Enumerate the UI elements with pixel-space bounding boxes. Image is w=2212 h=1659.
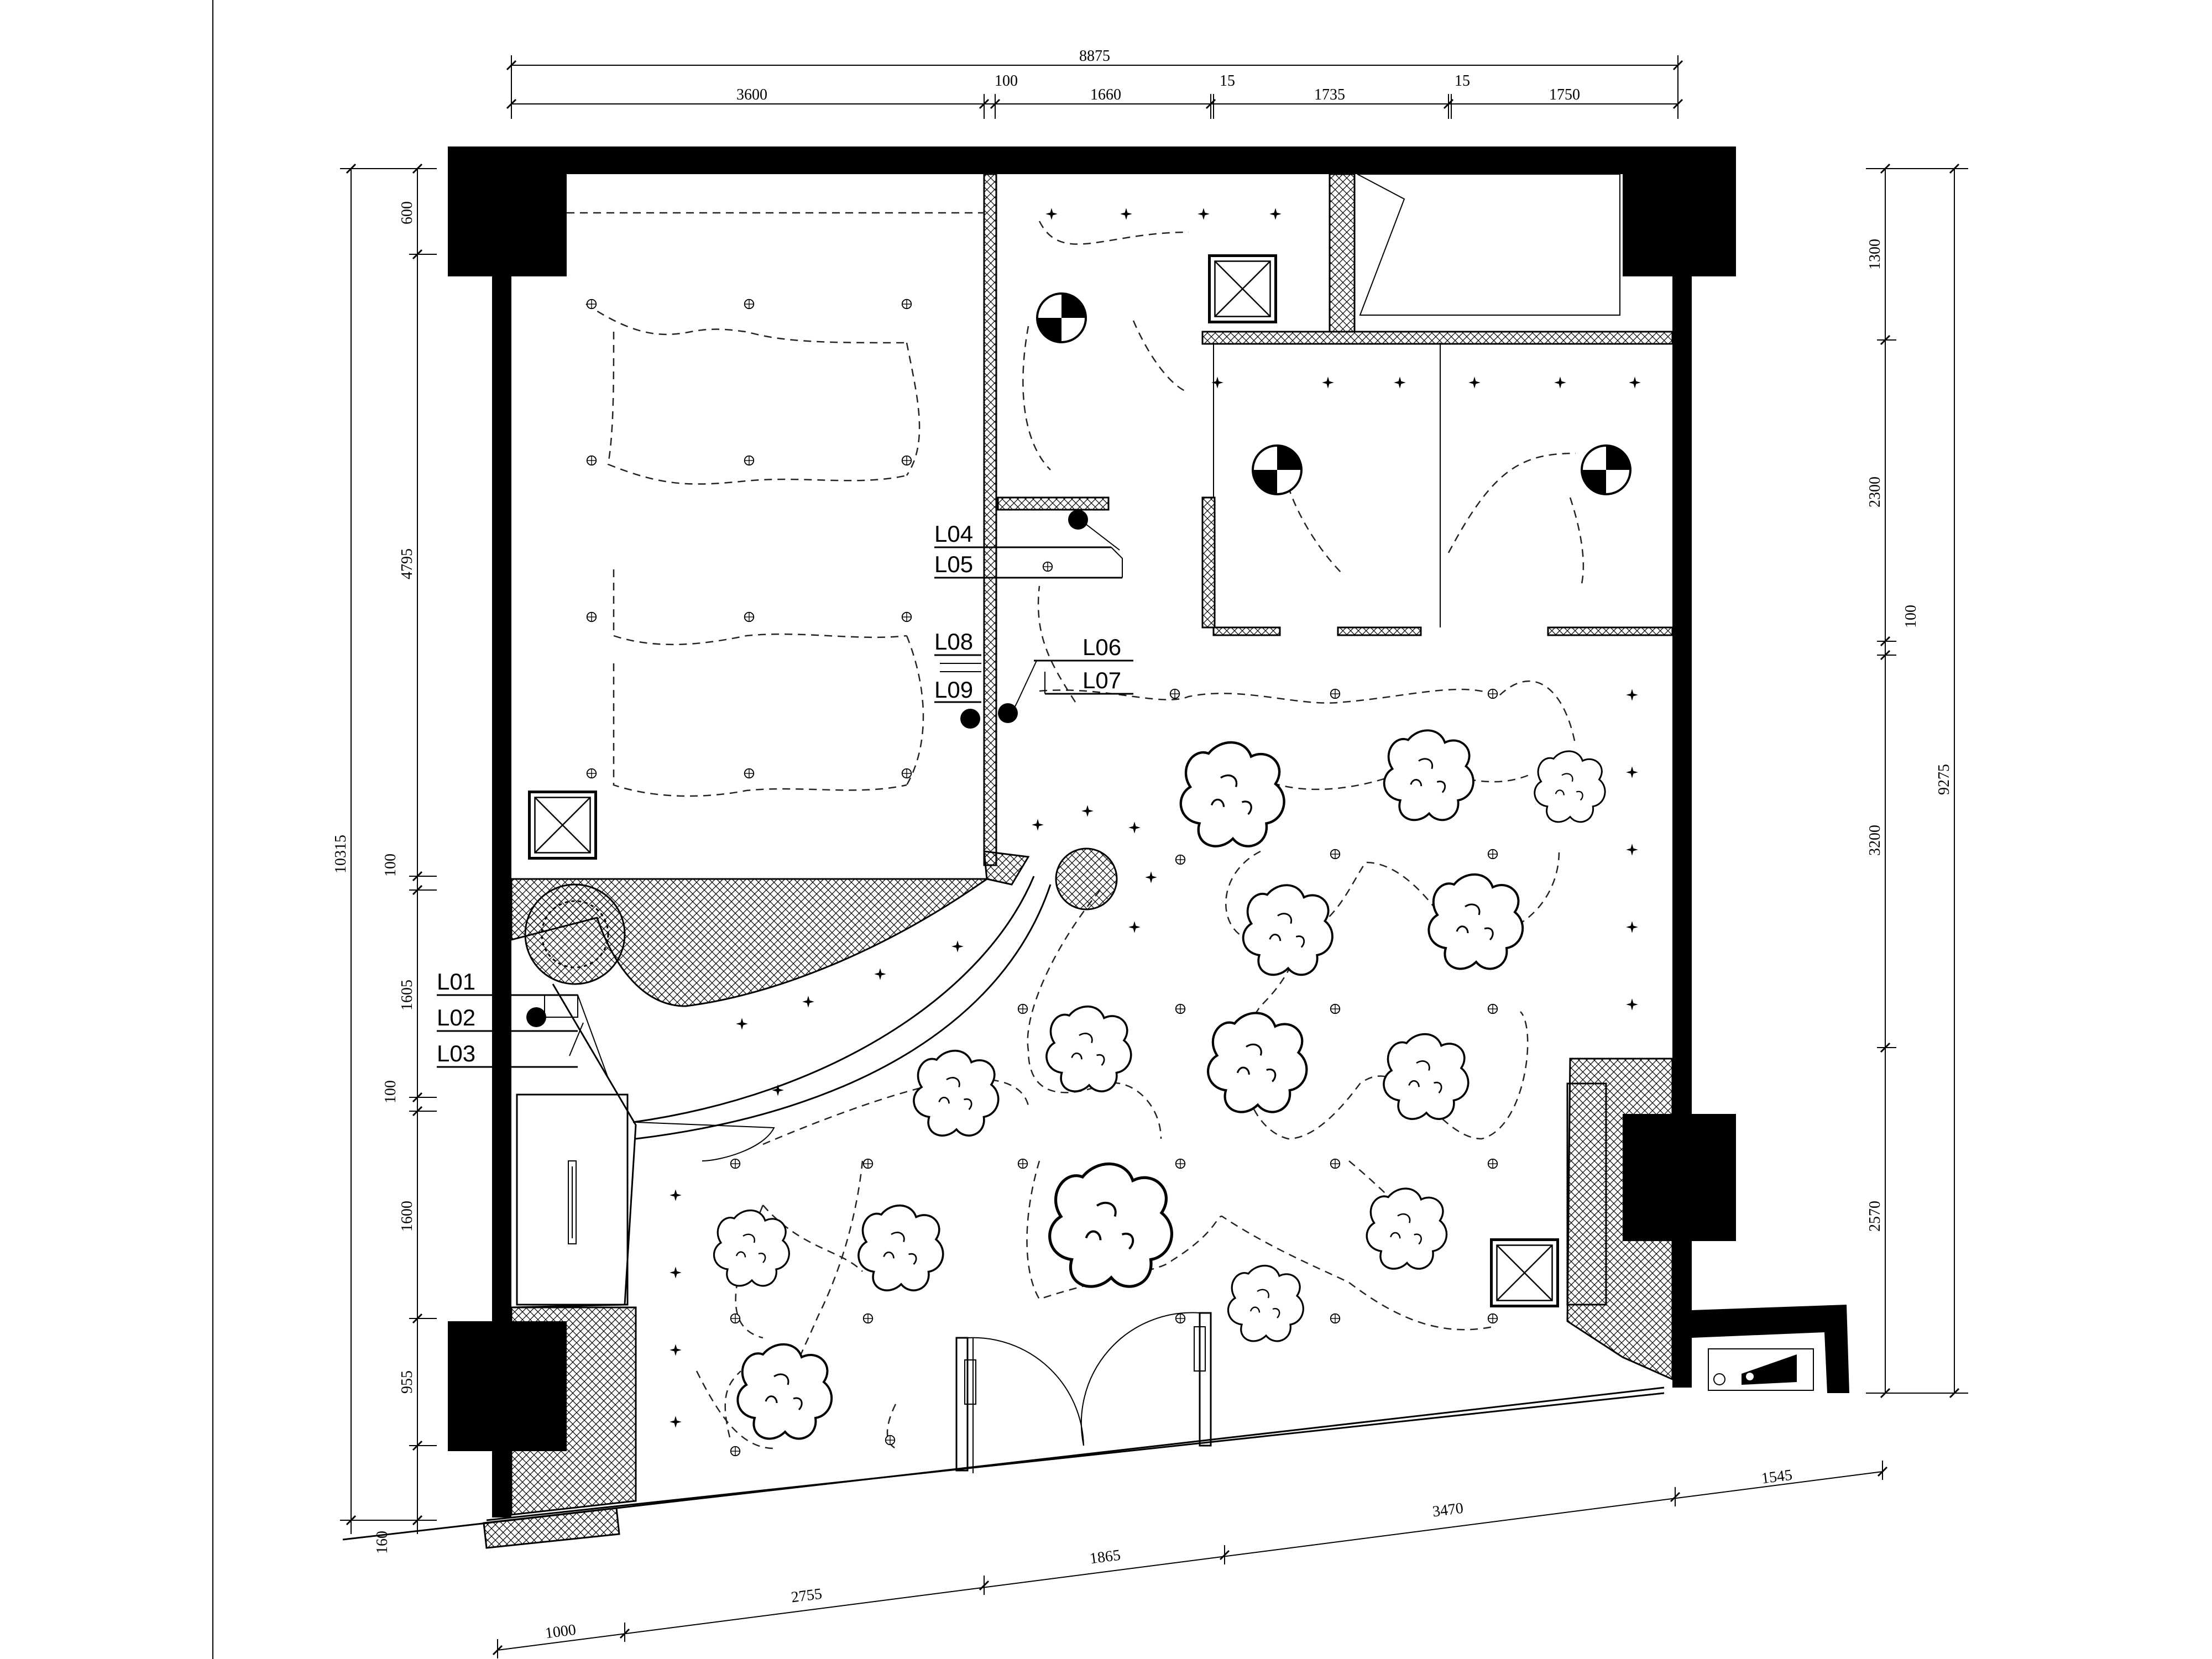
right-dimensions: 1300 2300 100 3200 2570 9275 [1866,163,1968,1399]
dim-top-3: 1660 [1090,86,1121,103]
tag-l04: L04 [934,521,973,547]
hvac-box-top [1210,256,1276,322]
dim-left-total: 10315 [332,835,349,873]
dim-bottom-2: 2755 [790,1585,823,1606]
column-top-right [1623,146,1736,276]
hvac-box-left [530,792,596,859]
tag-l03: L03 [437,1040,475,1066]
dim-right-total: 9275 [1936,764,1953,795]
junction-point-l09 [960,709,980,729]
interior-lines [483,174,1814,1549]
column-top-left [448,146,567,276]
dim-left-2: 4795 [399,548,416,579]
right-wall [1672,276,1692,1117]
right-wall-lower [1672,1241,1692,1388]
dim-top-1: 3600 [736,86,767,103]
dim-right-4: 3200 [1866,825,1884,856]
spot-fixture-1 [1036,292,1087,343]
dim-bottom-4: 3470 [1431,1500,1464,1521]
bottom-right-wall-stub [1692,1305,1849,1393]
hvac-box-right [1492,1240,1558,1306]
top-wall [448,146,1623,174]
tag-l05: L05 [934,551,973,577]
downlights [586,299,1498,1457]
dim-top-5: 1735 [1314,86,1345,103]
junction-point-l07 [998,703,1018,723]
junction-point-l02 [526,1007,546,1027]
dim-left-6: 1600 [399,1201,416,1232]
top-dimensions: 8875 3600 100 1660 15 1735 15 1750 [506,48,1683,119]
dim-top-total: 8875 [1079,48,1110,65]
dim-left-5: 100 [382,1080,399,1103]
junction-point-l04 [1068,510,1088,530]
dim-right-2: 2300 [1866,477,1884,507]
tag-l07: L07 [1083,667,1121,693]
tag-l02: L02 [437,1004,475,1030]
left-dimensions: 10315 600 4795 100 1605 100 1600 955 160 [332,163,437,1554]
dim-top-6: 15 [1455,72,1470,90]
left-wall [492,276,511,1517]
tag-l08: L08 [934,629,973,655]
spot-fixture-3 [1581,444,1631,495]
partitions [510,173,1674,1516]
circuit-tags: L01 L02 L03 L04 L05 L06 L07 L08 L09 [437,510,1133,1068]
dim-left-4: 1605 [399,980,416,1011]
planting [524,729,1606,1440]
dim-right-5: 2570 [1866,1201,1884,1232]
dim-top-4: 15 [1220,72,1235,90]
feature-shrub [524,883,626,985]
dim-top-2: 100 [995,72,1018,90]
bottom-dimensions: 1000 2755 1865 3470 1545 [492,1461,1888,1658]
dim-top-7: 1750 [1549,86,1580,103]
tag-l09: L09 [934,677,973,703]
tag-l01: L01 [437,969,475,995]
dim-left-3: 100 [382,854,399,877]
dim-bottom-3: 1865 [1089,1547,1121,1568]
dim-left-7: 955 [399,1370,416,1394]
tag-l06: L06 [1083,634,1121,660]
entrance-doors[interactable] [955,1312,1212,1473]
dim-bottom-5: 1545 [1760,1467,1793,1488]
dim-bottom-1: 1000 [544,1621,577,1642]
dim-right-1: 1300 [1866,239,1884,270]
spot-fixture-2 [1252,444,1303,495]
dim-right-3: 100 [1902,605,1920,628]
dim-left-1: 600 [399,201,416,224]
